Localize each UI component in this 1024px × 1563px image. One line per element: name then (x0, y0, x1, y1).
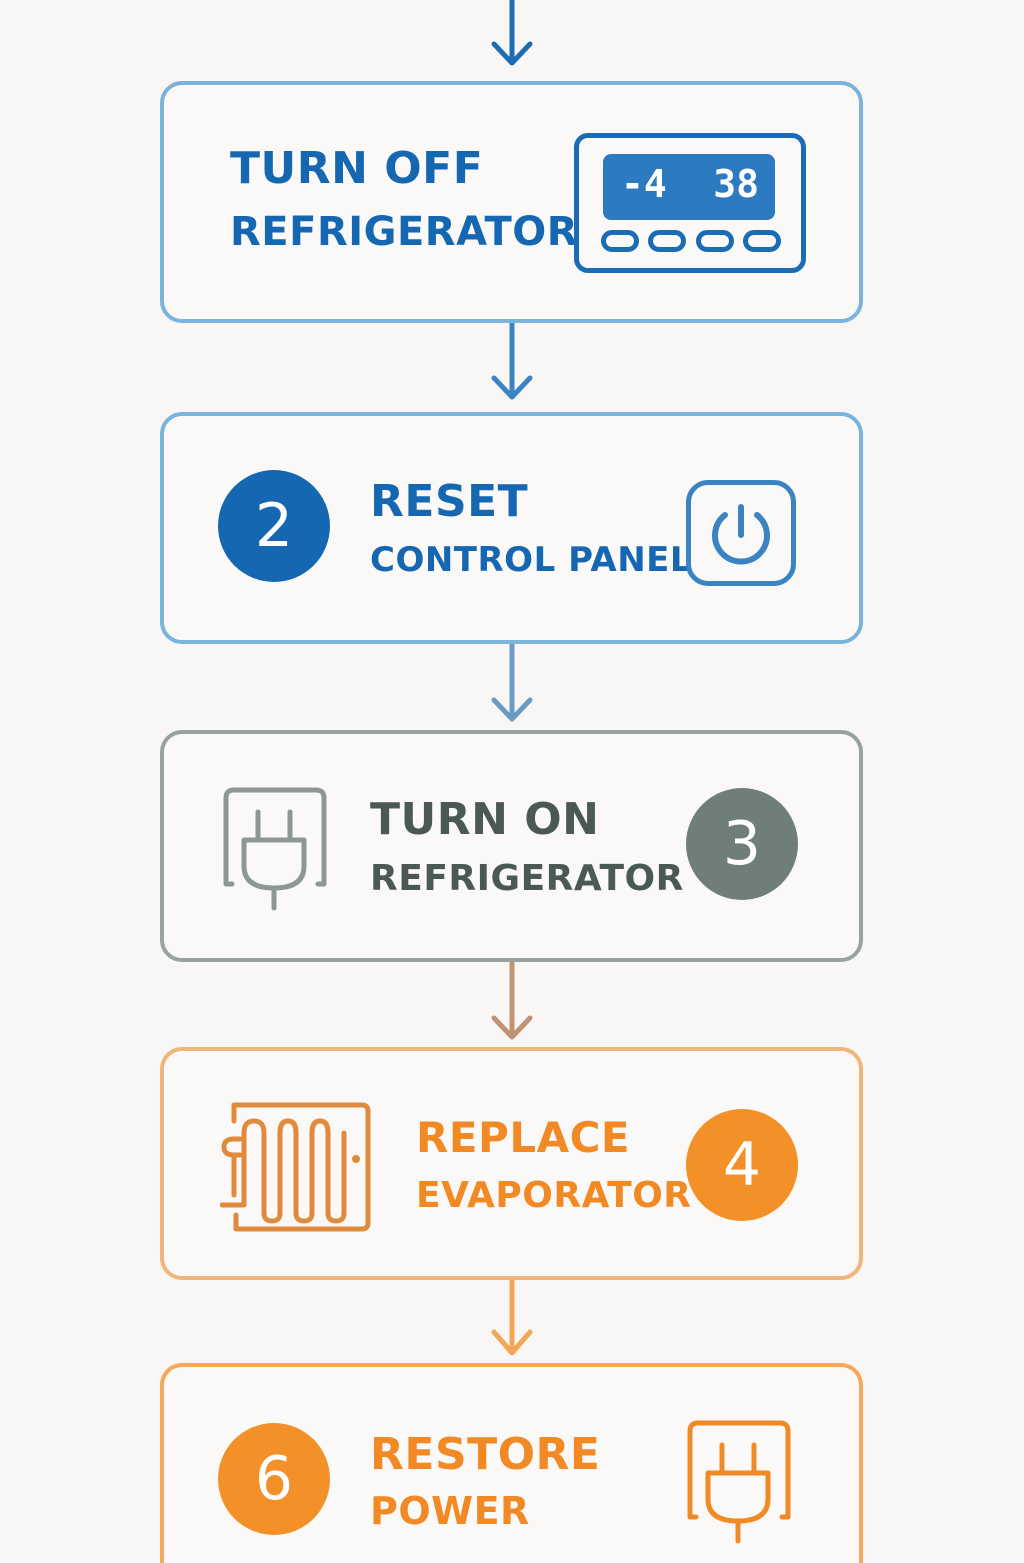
thermostat-button (742, 230, 781, 252)
step-title-line1: TURN OFF (230, 143, 484, 194)
step-card-replace-evaporator: REPLACE EVAPORATOR 4 (160, 1047, 863, 1280)
display-value-left: -4 (621, 162, 667, 206)
thermostat-button (601, 230, 639, 252)
connector-arrow-2-3 (491, 641, 533, 722)
step-number-badge: 3 (686, 788, 798, 900)
thermostat-button (695, 230, 734, 252)
step-title-line2: REFRIGERATOR (370, 858, 684, 899)
connector-arrow-1-2 (491, 319, 533, 400)
step-title-line2: CONTROL PANEL (370, 540, 693, 580)
plug-icon (684, 1417, 796, 1549)
step-title-line2: POWER (370, 1489, 530, 1533)
step-number-badge: 6 (218, 1423, 330, 1535)
thermostat-display-icon: -4 38 (574, 133, 806, 273)
connector-arrow-4-6 (491, 1277, 533, 1356)
connector-arrow-top (491, 0, 533, 66)
thermostat-button (648, 230, 687, 252)
plug-icon (220, 784, 332, 916)
power-button-icon (686, 480, 796, 586)
step-title-line2: EVAPORATOR (416, 1175, 692, 1216)
step-card-restore-power: 6 RESTORE POWER (160, 1363, 863, 1563)
step-title-line1: RESET (370, 476, 529, 527)
step-title-line2: REFRIGERATOR (230, 209, 579, 255)
step-number-badge: 4 (686, 1109, 798, 1221)
step-card-turn-off: TURN OFF REFRIGERATOR -4 38 (160, 81, 863, 323)
display-buttons (601, 230, 781, 254)
step-card-reset-control-panel: 2 RESET CONTROL PANEL (160, 412, 863, 644)
step-number-badge: 2 (218, 470, 330, 582)
display-screen: -4 38 (603, 154, 775, 220)
connector-arrow-3-4 (491, 959, 533, 1040)
step-title-line1: RESTORE (370, 1429, 601, 1480)
step-title-line1: TURN ON (370, 794, 600, 845)
step-title-line1: REPLACE (416, 1113, 631, 1162)
power-symbol (712, 504, 770, 565)
step-card-turn-on: TURN ON REFRIGERATOR 3 (160, 730, 863, 962)
evaporator-coil-icon (219, 1099, 374, 1235)
display-value-right: 38 (713, 162, 759, 206)
